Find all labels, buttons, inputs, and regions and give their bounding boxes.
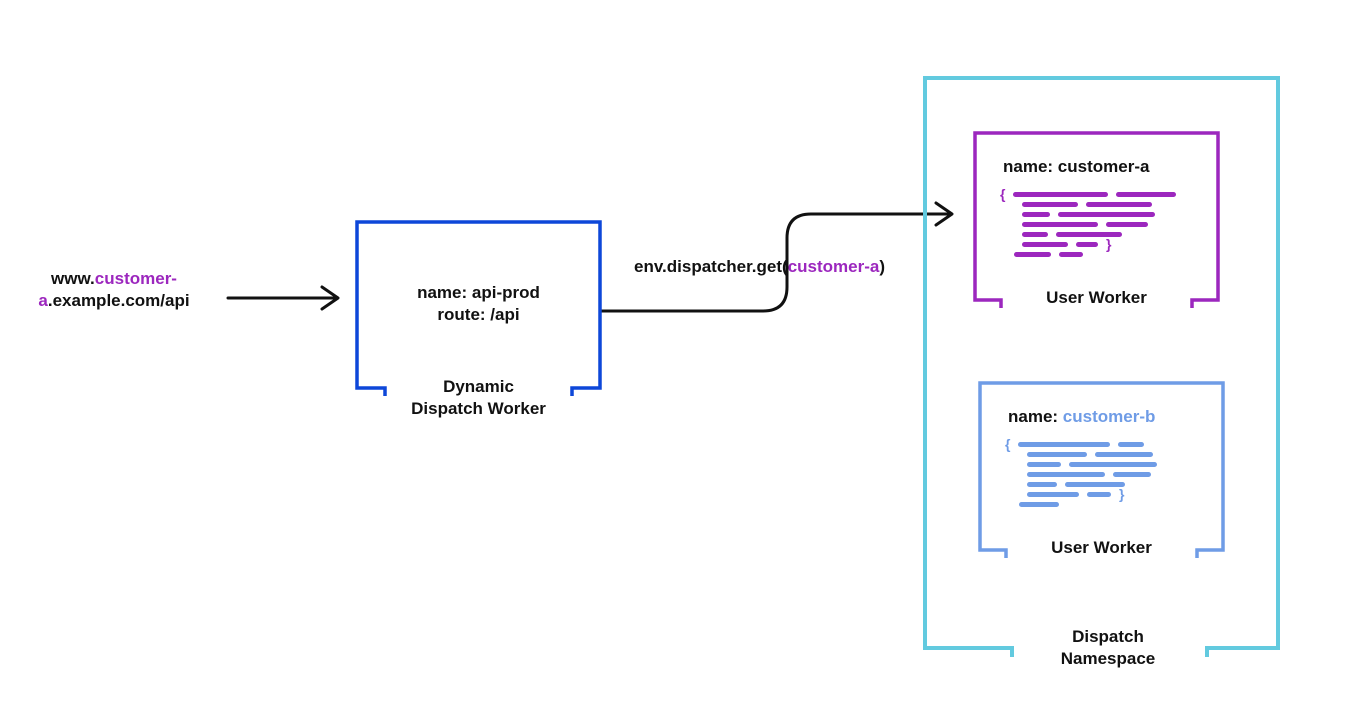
source-url: www.customer- a.example.com/api: [8, 268, 220, 312]
code-bar: [1116, 191, 1177, 197]
code-line: [1000, 199, 1205, 209]
code-bar: [1106, 221, 1148, 227]
code-bar: [1056, 231, 1122, 237]
code-line: }: [1000, 236, 1205, 252]
code-bar: [1113, 471, 1151, 477]
code-line: [1005, 449, 1210, 459]
source-url-line-1: www.customer-: [8, 268, 220, 290]
code-line: [1005, 469, 1210, 479]
code-line: {: [1000, 186, 1205, 202]
code-line: [1005, 459, 1210, 469]
code-bar: [1027, 451, 1087, 457]
dispatcher-call-suffix: ): [879, 257, 885, 276]
open-brace: {: [1000, 186, 1006, 202]
code-bar: [1013, 191, 1109, 197]
dispatch-worker-label: Dynamic Dispatch Worker: [357, 376, 600, 420]
code-bar: [1027, 461, 1061, 467]
dispatch-arrowhead-icon: [934, 201, 954, 227]
close-brace: }: [1119, 486, 1125, 502]
namespace-box-outline: [923, 76, 1280, 657]
code-bar: [1018, 441, 1111, 447]
namespace-label-line-2: Namespace: [1060, 649, 1156, 668]
dispatch-worker-label-line-1: Dynamic: [443, 377, 514, 396]
code-bar: [1069, 461, 1157, 467]
user-worker-a-label: User Worker: [1046, 288, 1147, 307]
open-brace: {: [1005, 436, 1011, 452]
code-line: }: [1005, 486, 1210, 502]
code-bar: [1058, 211, 1155, 217]
dispatcher-call-prefix: env.dispatcher.get(: [634, 257, 788, 276]
user-worker-a-name: name: customer-a: [1003, 156, 1149, 178]
user-worker-b-code: {}: [1005, 436, 1210, 509]
user-worker-b-box-outline: [978, 381, 1225, 558]
dispatcher-call: env.dispatcher.get(customer-a): [634, 256, 885, 278]
code-bar: [1022, 231, 1048, 237]
url-rest: .example.com/api: [47, 291, 190, 310]
user-worker-b-label: User Worker: [1051, 538, 1152, 557]
dispatch-arrow-line: [598, 212, 952, 313]
code-bar: [1027, 471, 1105, 477]
dispatcher-call-argument: customer-a: [787, 257, 880, 276]
code-bar: [1086, 201, 1152, 207]
dispatch-worker-meta: name: api-prod route: /api: [357, 282, 600, 326]
user-worker-a-name-prefix: name:: [1003, 157, 1058, 176]
code-bar: [1022, 201, 1078, 207]
user-worker-a-box-outline: [973, 131, 1220, 308]
code-bar: [1027, 481, 1057, 487]
code-line: [1000, 209, 1205, 219]
code-bar: [1022, 211, 1050, 217]
user-worker-a-name-value: customer-a: [1057, 157, 1150, 176]
code-bar: [1118, 441, 1145, 447]
code-line: {: [1005, 436, 1210, 452]
url-highlight-bottom: a: [38, 291, 48, 310]
close-brace: }: [1106, 236, 1112, 252]
user-worker-b-name-prefix: name:: [1008, 407, 1063, 426]
dispatch-worker-box-outline: [355, 220, 602, 396]
namespace-label-line-1: Dispatch: [1072, 627, 1144, 646]
dispatch-worker-route: route: /api: [437, 305, 520, 324]
code-bar: [1019, 501, 1059, 507]
code-line: [1005, 479, 1210, 489]
source-url-line-2: a.example.com/api: [8, 290, 220, 312]
user-worker-a-code: {}: [1000, 186, 1205, 259]
code-bar: [1059, 251, 1083, 257]
code-line: [1000, 249, 1205, 259]
code-bar: [1027, 491, 1079, 497]
code-line: [1000, 229, 1205, 239]
dispatch-worker-name: name: api-prod: [417, 283, 540, 302]
code-bar: [1014, 251, 1051, 257]
namespace-label: Dispatch Namespace: [1008, 626, 1208, 670]
code-line: [1000, 219, 1205, 229]
code-bar: [1022, 241, 1068, 247]
code-line: [1005, 499, 1210, 509]
dispatch-worker-label-line-2: Dispatch Worker: [411, 399, 546, 418]
code-bar: [1076, 241, 1098, 247]
user-worker-b-name-value: customer-b: [1062, 407, 1156, 426]
user-worker-b-name: name: customer-b: [1008, 406, 1155, 428]
code-bar: [1087, 491, 1111, 497]
code-bar: [1095, 451, 1153, 457]
url-highlight-top: customer-: [94, 269, 177, 288]
request-arrowhead-icon: [320, 285, 340, 311]
url-prefix: www.: [51, 269, 95, 288]
code-bar: [1065, 481, 1125, 487]
code-bar: [1022, 221, 1098, 227]
